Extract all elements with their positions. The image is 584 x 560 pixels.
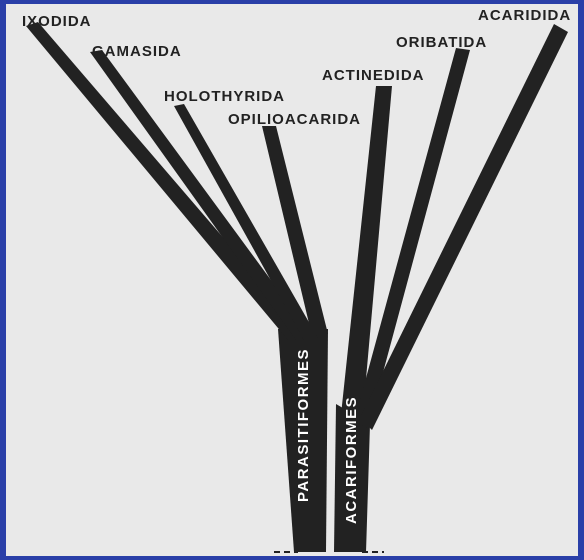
label-ixodida: IXODIDA [22,13,92,30]
phylogeny-diagram: IXODIDA GAMASIDA HOLOTHYRIDA OPILIOACARI… [6,4,578,556]
label-acariformes: ACARIFORMES [343,396,360,524]
label-opilioacarida: OPILIOACARIDA [228,111,361,128]
label-parasitiformes: PARASITIFORMES [295,348,312,502]
label-holothyrida: HOLOTHYRIDA [164,88,285,105]
label-gamasida: GAMASIDA [92,43,182,60]
label-actinedida: ACTINEDIDA [322,67,425,84]
label-oribatida: ORIBATIDA [396,34,487,51]
diagram-frame: IXODIDA GAMASIDA HOLOTHYRIDA OPILIOACARI… [6,4,578,556]
label-acaridida: ACARIDIDA [478,7,571,24]
acariformes-branches [334,24,568,552]
branch-acaridida [360,24,568,430]
